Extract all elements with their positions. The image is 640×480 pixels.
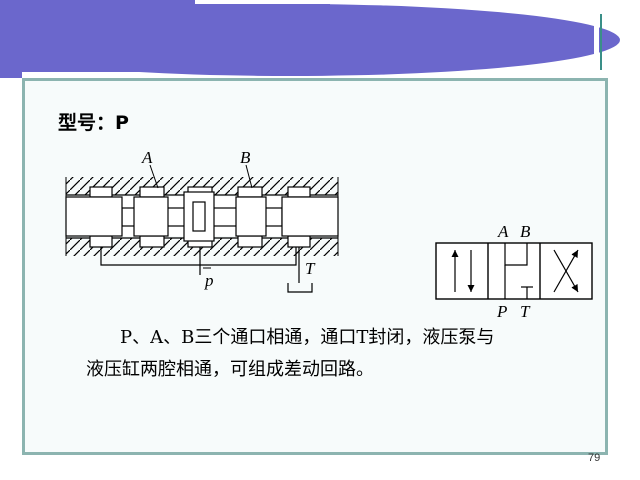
symbol-label-t: T [520,302,531,321]
top-bar [0,0,195,6]
label-b: B [240,148,251,167]
center-passage [192,201,206,232]
spool-lands [65,191,339,242]
arrow-right-cross-2 [553,249,579,293]
label-a: A [141,148,153,167]
caption-line-2: 液压缸两腔相通，可组成差动回路。 [86,359,374,380]
slide-caption: P、A、B三个通口相通，通口T封闭，液压泵与 液压缸两腔相通，可组成差动回路。 [86,322,586,386]
middle-ab-link [504,243,528,266]
page-number: 79 [588,452,601,464]
slide-title: 型号：P [58,112,129,134]
housing-top-hatch [66,177,338,195]
tank-symbol [287,283,313,293]
connecting-pipe [100,247,297,266]
symbol-label-p: P [496,302,507,321]
valve-cross-section: A B p T [65,148,339,293]
label-p: p [204,271,214,290]
accent-line [600,14,602,70]
leader-b [245,164,253,189]
banner-gap [594,12,599,70]
valve-symbol: A B P T [435,222,593,321]
leader-a [149,164,159,189]
banner-fill [0,4,330,72]
symbol-label-b: B [520,222,531,241]
symbol-box [435,242,593,300]
caption-line-1: P、A、B三个通口相通，通口T封闭，液压泵与 [120,327,495,348]
symbol-label-a: A [497,222,509,241]
label-t: T [305,259,316,278]
